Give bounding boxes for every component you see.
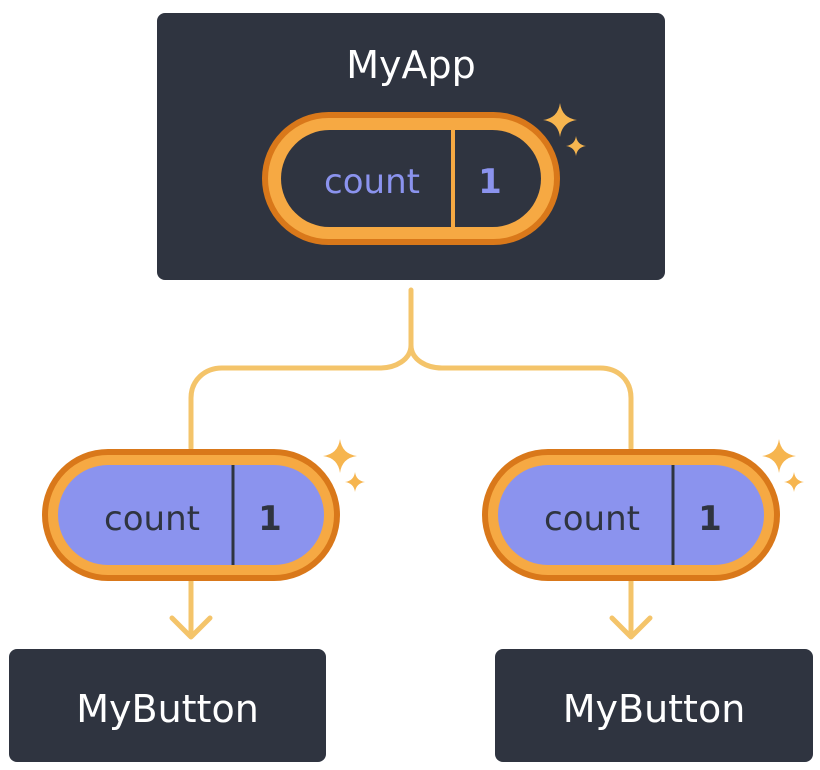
mybutton-left-label: MyButton (76, 687, 259, 731)
pill-key: count (324, 162, 420, 202)
sparkle-icon (762, 439, 804, 492)
pill-value: 1 (478, 162, 502, 202)
pill-key: count (104, 499, 200, 539)
connector-arrow-right (609, 577, 653, 640)
pill-value: 1 (698, 499, 722, 539)
pill-body (281, 130, 541, 227)
connector-right-branch (408, 342, 634, 451)
right-state-pill: count 1 (482, 449, 780, 581)
mybutton-right-label: MyButton (563, 687, 746, 731)
pill-key: count (544, 499, 640, 539)
pill-value: 1 (258, 499, 282, 539)
sparkle-icon (323, 439, 365, 492)
pill-body (58, 465, 324, 565)
connector-trunk (188, 287, 414, 451)
mybutton-right-box (495, 649, 813, 762)
myapp-component: MyApp count 1 (157, 13, 665, 280)
pill-body (498, 465, 764, 565)
connectors (169, 287, 653, 640)
mybutton-right-component: count 1 MyButton (482, 439, 813, 762)
myapp-state-pill: count 1 (262, 112, 560, 245)
left-state-pill: count 1 (42, 449, 340, 581)
myapp-label: MyApp (346, 43, 476, 87)
mybutton-left-component: count 1 MyButton (9, 439, 365, 762)
sparkle-icon (543, 103, 586, 156)
mybutton-left-box (9, 649, 326, 762)
connector-arrow-left (169, 577, 213, 640)
